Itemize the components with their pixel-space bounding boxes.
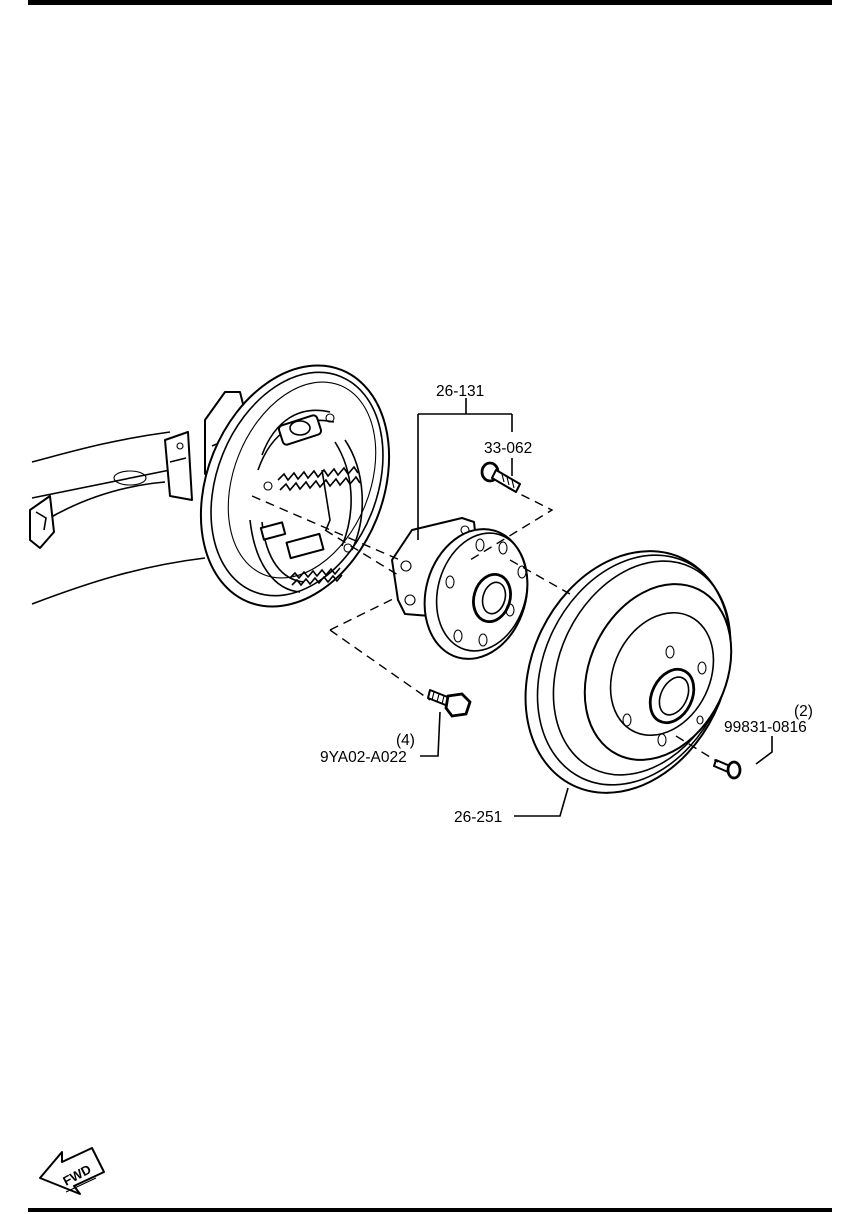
callout-hub-assembly: 26-131 (436, 383, 484, 400)
rear-axle-beam (29, 391, 245, 605)
brake-backing-plate (199, 364, 391, 608)
callout-mount-bolt-qty: (4) (396, 732, 415, 749)
callout-drum-screw: 99831-0816 (724, 719, 807, 736)
hub-bolt (480, 461, 521, 493)
callout-drum-screw-qty: (2) (794, 703, 813, 720)
assembly-guide-lines (251, 487, 719, 763)
top-border-rule (28, 0, 832, 5)
callout-hub-bolt: 33-062 (484, 440, 532, 457)
callout-brake-drum: 26-251 (454, 809, 502, 826)
bottom-border-rule (28, 1208, 832, 1212)
wheel-hub-assembly (391, 517, 529, 660)
forward-direction-arrow: FWD (39, 1147, 105, 1195)
callout-mount-bolt: 9YA02-A022 (320, 749, 407, 766)
mount-bolt (427, 689, 472, 718)
callout-leaders (417, 398, 773, 817)
brake-drum (524, 550, 733, 794)
drum-screw (713, 759, 742, 780)
